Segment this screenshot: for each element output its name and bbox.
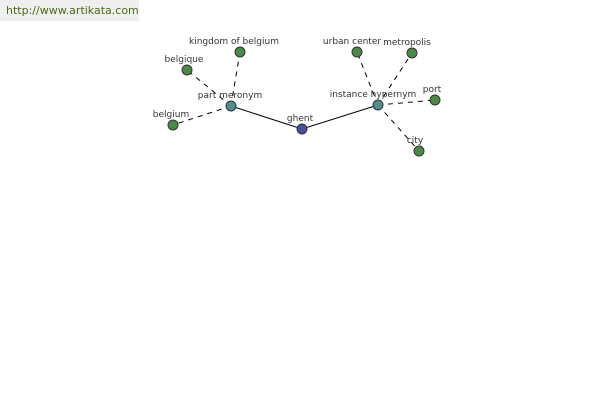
root-node-ghent-label: ghent xyxy=(287,114,314,124)
term-node-metropolis-dot[interactable] xyxy=(406,47,418,59)
graph-nodes: kingdom of belgium belgique belgium urban c… xyxy=(153,37,442,157)
term-node-urban-center-label: urban center xyxy=(323,37,381,47)
relation-node-part-meronym-label: part meronym xyxy=(198,91,262,101)
term-node-kingdom-of-belgium-dot[interactable] xyxy=(234,46,246,58)
edge-instance-hypernym-to-city xyxy=(377,104,420,152)
relation-node-instance-hypernym[interactable]: instance hypernym xyxy=(330,90,417,111)
term-node-belgique-label: belgique xyxy=(165,55,204,65)
term-node-belgique[interactable]: belgique xyxy=(165,55,204,76)
term-node-metropolis[interactable]: metropolis xyxy=(383,38,431,59)
term-node-urban-center-dot[interactable] xyxy=(351,46,363,58)
term-node-city-label: city xyxy=(407,136,424,146)
term-node-city-dot[interactable] xyxy=(413,145,425,157)
site-url-banner[interactable]: http://www.artikata.com xyxy=(0,0,139,21)
term-node-belgium-dot[interactable] xyxy=(167,119,179,131)
term-node-belgique-dot[interactable] xyxy=(181,64,193,76)
term-node-city[interactable]: city xyxy=(407,136,425,157)
edge-instance-hypernym-to-port xyxy=(377,99,436,106)
edge-root-to-part-meronym xyxy=(230,105,303,130)
edge-part-meronym-to-belgium xyxy=(172,105,232,126)
relation-node-part-meronym[interactable]: part meronym xyxy=(198,91,262,112)
graph-edges xyxy=(172,51,436,152)
term-node-port-dot[interactable] xyxy=(429,94,441,106)
term-node-belgium[interactable]: belgium xyxy=(153,110,189,131)
root-node-ghent[interactable]: ghent xyxy=(287,114,314,135)
relation-node-instance-hypernym-label: instance hypernym xyxy=(330,90,417,100)
term-node-kingdom-of-belgium-label: kingdom of belgium xyxy=(189,37,279,47)
relation-node-part-meronym-dot[interactable] xyxy=(225,100,237,112)
term-node-metropolis-label: metropolis xyxy=(383,38,431,48)
relation-node-instance-hypernym-dot[interactable] xyxy=(372,99,384,111)
root-node-ghent-dot[interactable] xyxy=(296,123,308,135)
edge-root-to-instance-hypernym xyxy=(301,104,379,130)
edge-instance-hypernym-to-metropolis xyxy=(377,52,413,106)
term-node-belgium-label: belgium xyxy=(153,110,189,120)
term-node-port-label: port xyxy=(423,85,442,95)
term-node-urban-center[interactable]: urban center xyxy=(323,37,381,58)
term-node-kingdom-of-belgium[interactable]: kingdom of belgium xyxy=(189,37,279,58)
term-node-port[interactable]: port xyxy=(423,85,442,106)
